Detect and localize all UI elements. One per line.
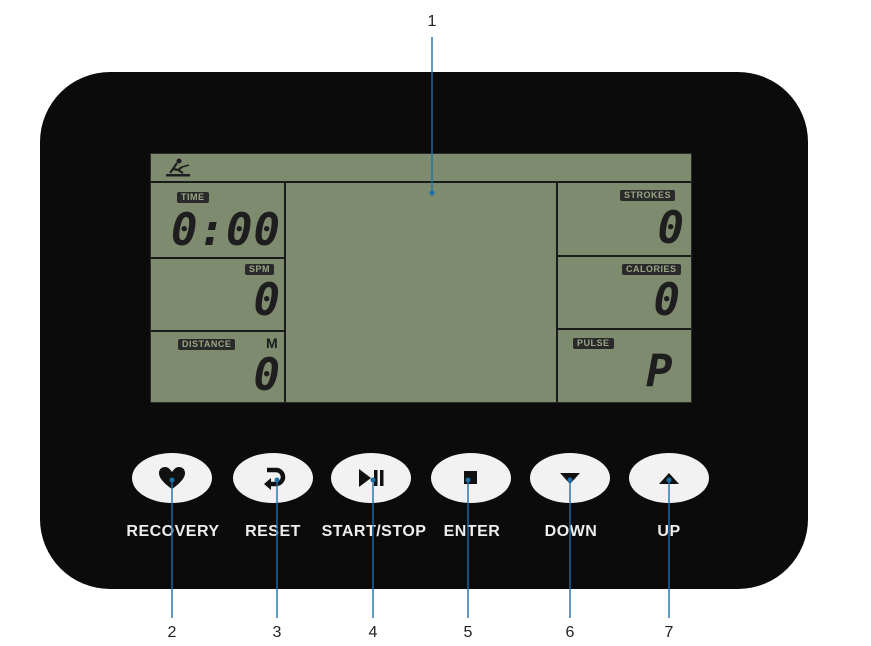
distance-value: 0: [253, 350, 281, 401]
start-stop-label: START/STOP: [321, 523, 427, 540]
recovery-label: RECOVERY: [126, 523, 220, 540]
calories-value: 0: [653, 275, 681, 326]
distance-unit: M: [266, 335, 278, 351]
start-stop-button[interactable]: [331, 453, 411, 503]
lcd-divider: [284, 181, 286, 402]
lcd-divider: [557, 328, 691, 330]
pulse-value: P: [646, 346, 674, 397]
callout-number-1: 1: [427, 13, 437, 30]
leader-dot-7: [666, 477, 672, 483]
distance-tag: DISTANCE: [178, 339, 236, 350]
lcd-divider: [557, 255, 691, 257]
calories-tag: CALORIES: [622, 264, 681, 275]
callout-number-5: 5: [463, 624, 473, 641]
callout-number-4: 4: [368, 624, 378, 641]
spm-tag: SPM: [245, 264, 275, 275]
lcd-divider: [556, 181, 558, 402]
rower-icon: [166, 158, 190, 177]
time-tag: TIME: [177, 192, 209, 203]
callout-number-7: 7: [664, 624, 674, 641]
time-value: 0:00: [171, 205, 281, 256]
enter-button[interactable]: [431, 453, 511, 503]
callout-number-2: 2: [167, 624, 177, 641]
leader-dot-6: [567, 477, 573, 483]
enter-label: ENTER: [443, 523, 501, 540]
strokes-tag: STROKES: [620, 190, 676, 201]
leader-dot-3: [274, 477, 280, 483]
play-pause-icon: [359, 469, 384, 487]
callout-number-3: 3: [272, 624, 282, 641]
leader-dot-1: [429, 190, 435, 196]
pulse-tag: PULSE: [573, 338, 614, 349]
lcd-divider: [151, 257, 285, 259]
spm-value: 0: [253, 275, 281, 326]
callout-number-6: 6: [565, 624, 575, 641]
down-label: DOWN: [544, 523, 598, 540]
strokes-value: 0: [657, 203, 685, 254]
reset-button[interactable]: [233, 453, 313, 503]
leader-dot-2: [169, 477, 175, 483]
lcd-divider: [151, 330, 285, 332]
lcd-display: TIME 0:00 SPM 0 DISTANCE M 0 STROKES 0 C…: [150, 153, 692, 403]
lcd-divider: [151, 181, 691, 183]
reset-label: RESET: [245, 523, 301, 540]
leader-dot-4: [370, 477, 376, 483]
leader-dot-5: [465, 477, 471, 483]
